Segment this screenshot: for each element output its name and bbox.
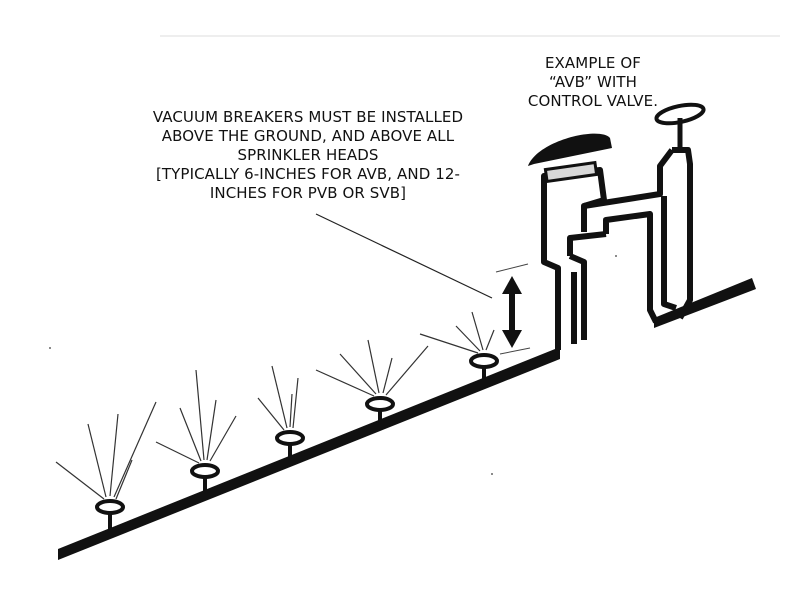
example-line: CONTROL VALVE. xyxy=(527,92,659,110)
note-line: VACUUM BREAKERS MUST BE INSTALLED xyxy=(152,108,464,126)
leader-line xyxy=(315,213,493,299)
avb-assembly xyxy=(541,147,693,350)
supply-pipe xyxy=(58,347,560,560)
note-line: SPRINKLER HEADS xyxy=(237,146,379,164)
control-valve-handwheel xyxy=(654,102,706,150)
sprinkler-head xyxy=(315,339,429,424)
avb-hood xyxy=(528,133,612,184)
height-arrow xyxy=(495,263,531,355)
note-line: ABOVE THE GROUND, AND ABOVE ALL xyxy=(161,127,455,145)
note-line: [TYPICALLY 6-INCHES FOR AVB, AND 12- xyxy=(155,165,461,183)
sprinkler-head xyxy=(419,311,499,382)
example-line: “AVB” WITH xyxy=(548,73,638,91)
example-label: EXAMPLE OF “AVB” WITH CONTROL VALVE. xyxy=(488,54,698,111)
sprinkler-head xyxy=(257,365,305,458)
example-line: EXAMPLE OF xyxy=(544,54,642,72)
sprinkler-head xyxy=(155,369,237,492)
sprinkler-head xyxy=(55,401,157,530)
note-line: INCHES FOR PVB OR SVB] xyxy=(209,184,407,202)
vacuum-breaker-note: VACUUM BREAKERS MUST BE INSTALLED ABOVE … xyxy=(118,108,498,203)
